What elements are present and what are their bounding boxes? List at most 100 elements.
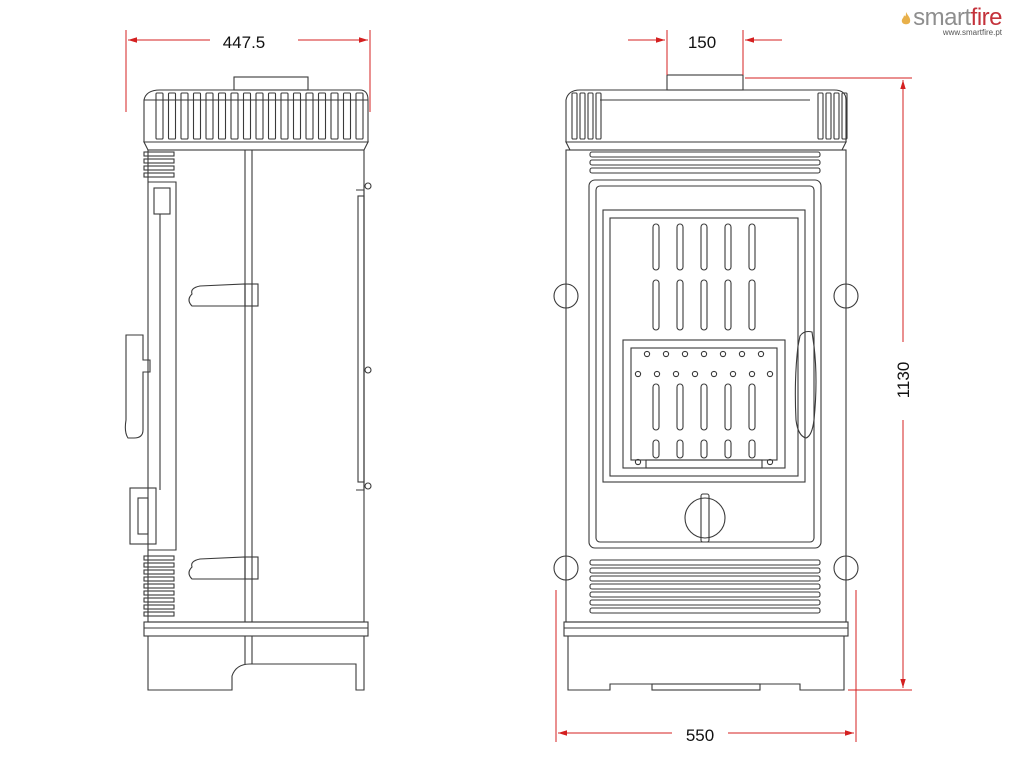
rib xyxy=(143,158,175,164)
rib xyxy=(589,567,821,574)
rib xyxy=(143,569,175,575)
rib xyxy=(589,559,821,566)
window-bar xyxy=(676,223,684,271)
top-fin xyxy=(825,92,832,140)
grate-hole xyxy=(710,370,718,378)
grate-hole xyxy=(729,370,737,378)
top-fin xyxy=(587,92,594,140)
grate-hole xyxy=(700,350,708,358)
rib xyxy=(589,599,821,606)
door-handle xyxy=(794,330,817,439)
rib xyxy=(143,151,175,157)
grate-hole xyxy=(748,370,756,378)
grate-hole xyxy=(738,350,746,358)
grate-hole xyxy=(653,370,661,378)
top-fin xyxy=(841,92,848,140)
window-bar xyxy=(700,383,708,431)
rib xyxy=(589,591,821,598)
grate-hole xyxy=(766,370,774,378)
front-door xyxy=(588,179,822,549)
top-fin xyxy=(833,92,840,140)
top-fin xyxy=(355,92,364,140)
front-ribs-top xyxy=(589,151,821,174)
window-bar xyxy=(748,279,756,331)
brand-name: smartfire xyxy=(913,4,1002,31)
top-fin xyxy=(305,92,314,140)
window-bar xyxy=(724,279,732,331)
front-ribs-bottom xyxy=(589,559,821,614)
grate-holes xyxy=(634,350,774,466)
top-fin xyxy=(155,92,164,140)
rib xyxy=(143,590,175,596)
top-fin xyxy=(579,92,586,140)
rib xyxy=(589,151,821,158)
height-dimension-label: 1130 xyxy=(894,362,913,399)
top-fin xyxy=(292,92,302,140)
rib xyxy=(143,597,175,603)
grate-hole xyxy=(766,458,774,466)
grate-hole xyxy=(672,370,680,378)
rib xyxy=(143,583,175,589)
grate-hole xyxy=(634,458,642,466)
grate-hole xyxy=(643,350,651,358)
rib xyxy=(143,576,175,582)
top-fin xyxy=(571,92,578,140)
air-control-knob xyxy=(684,497,726,539)
window-bar xyxy=(676,439,684,459)
top-fin xyxy=(342,92,352,140)
width-dimension-label: 550 xyxy=(686,726,714,745)
rib xyxy=(143,165,175,171)
grate-plate xyxy=(622,339,786,469)
window-bar xyxy=(700,279,708,331)
depth-dimension-label: 447.5 xyxy=(223,33,266,52)
brand-name-main: smart xyxy=(913,4,971,31)
top-fin xyxy=(595,92,602,140)
top-fin xyxy=(242,92,252,140)
window-bars xyxy=(652,223,756,459)
window-bar xyxy=(700,223,708,271)
front-top-fins xyxy=(571,92,848,140)
front-view xyxy=(553,74,859,691)
rib xyxy=(143,172,175,178)
window-bar xyxy=(676,383,684,431)
top-fin xyxy=(205,92,214,140)
top-fin xyxy=(192,92,202,140)
top-fin xyxy=(267,92,277,140)
window-bar xyxy=(652,223,660,271)
window-bar xyxy=(700,439,708,459)
flue-dimension-label: 150 xyxy=(688,33,716,52)
top-fin xyxy=(317,92,327,140)
rib xyxy=(143,555,175,561)
grate-hole xyxy=(691,370,699,378)
grate-hole xyxy=(719,350,727,358)
grate-hole xyxy=(634,370,642,378)
grate-hole xyxy=(681,350,689,358)
brand-name-accent: fire xyxy=(970,4,1003,31)
flame-icon xyxy=(901,12,911,25)
side-front-ribs-top xyxy=(143,151,175,178)
top-fin xyxy=(230,92,239,140)
window-bar xyxy=(748,439,756,459)
rib xyxy=(143,611,175,617)
top-fin xyxy=(180,92,189,140)
dimension-lines xyxy=(125,30,912,742)
rib xyxy=(143,562,175,568)
rib xyxy=(143,604,175,610)
brand-logo: smartfire www.smartfire.pt xyxy=(901,4,1003,37)
top-fin xyxy=(255,92,264,140)
window-bar xyxy=(652,279,660,331)
top-fin xyxy=(280,92,289,140)
window-bar xyxy=(724,439,732,459)
rib xyxy=(589,159,821,166)
top-fin xyxy=(817,92,824,140)
window-bar xyxy=(724,223,732,271)
top-fin xyxy=(167,92,177,140)
window-bar xyxy=(676,279,684,331)
top-fin xyxy=(330,92,339,140)
top-fin xyxy=(217,92,227,140)
grate-hole xyxy=(757,350,765,358)
rib xyxy=(589,607,821,614)
brand-url: www.smartfire.pt xyxy=(942,28,1002,37)
window-bar xyxy=(724,383,732,431)
